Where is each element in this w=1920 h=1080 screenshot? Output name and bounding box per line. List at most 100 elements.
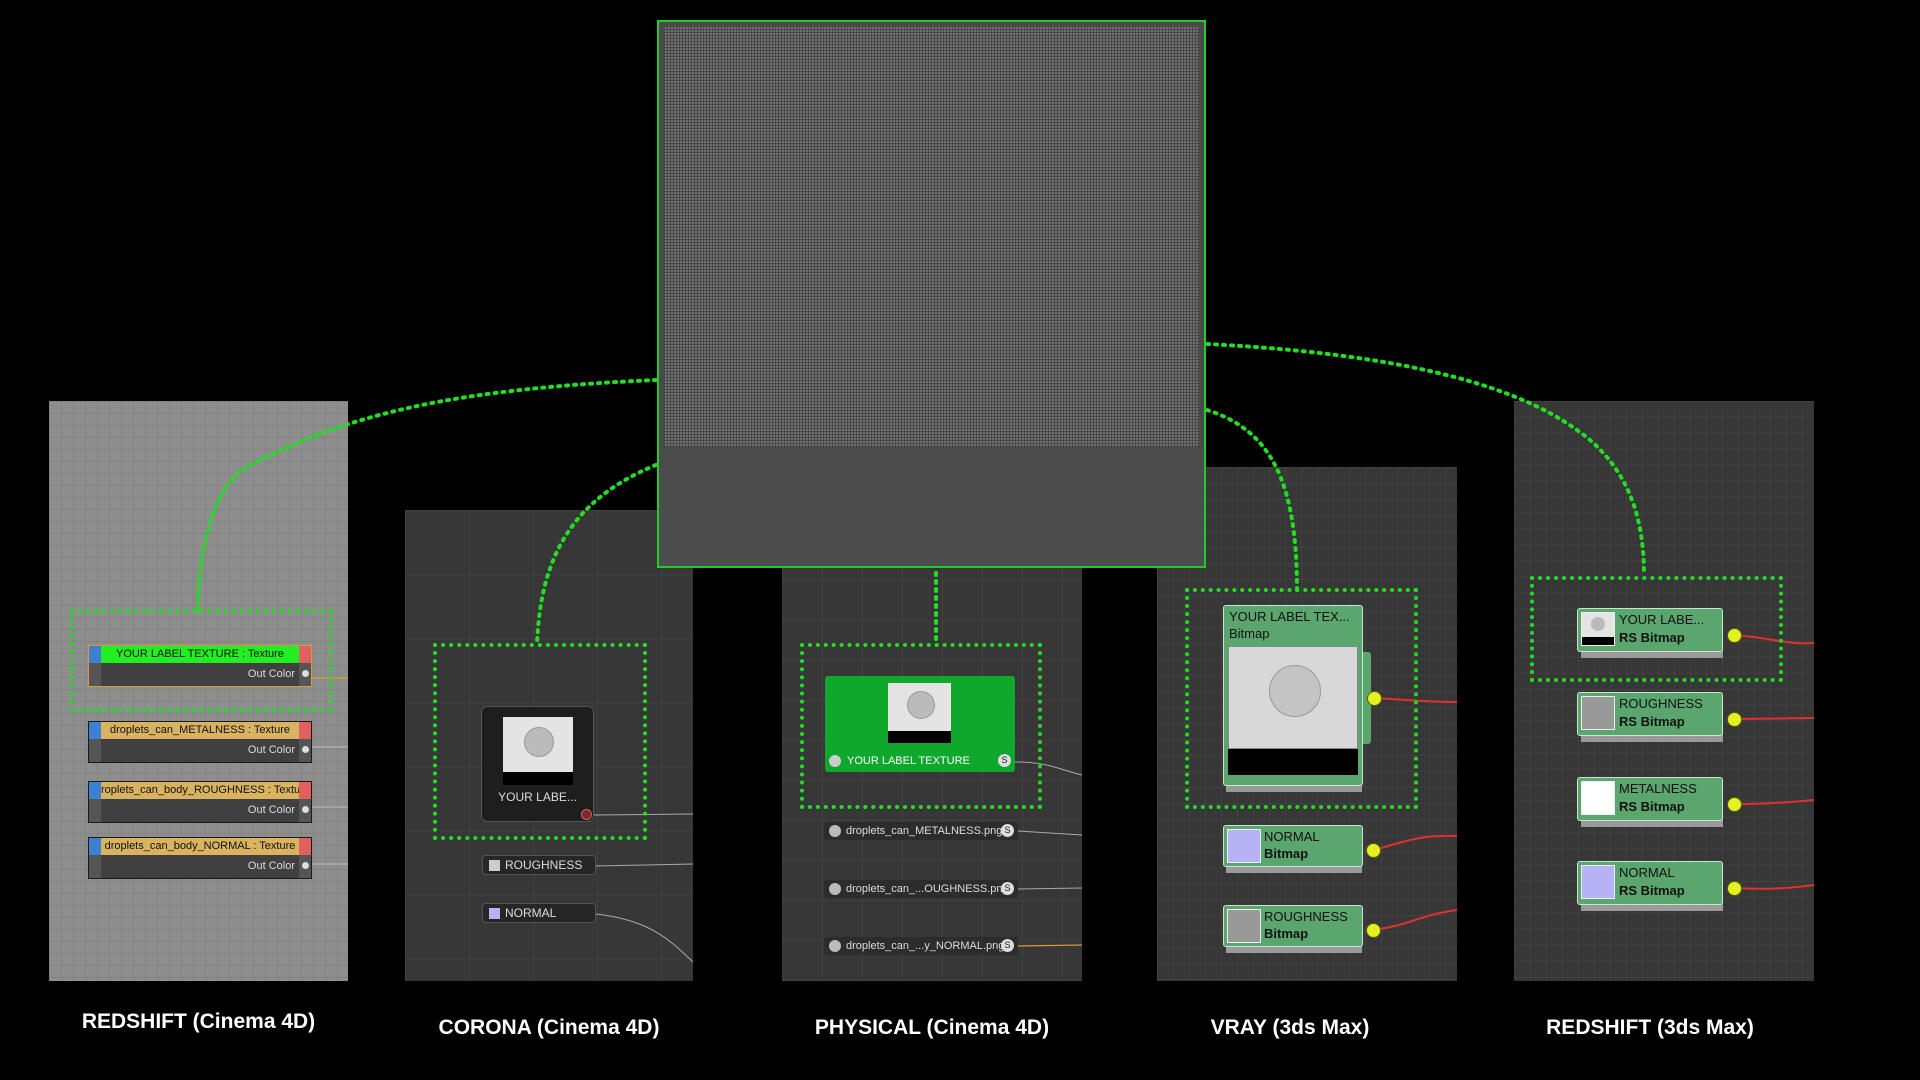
roughness-label: ROUGHNESS	[505, 858, 583, 872]
thumbnail-black-band	[1582, 637, 1614, 645]
s-icon: S	[1001, 824, 1014, 837]
label-seal-graphic	[1269, 665, 1321, 717]
out-port-dot[interactable]	[302, 746, 309, 753]
node-title: roplets_can_body_ROUGHNESS : Textu	[101, 782, 299, 799]
node-title: METALNESS	[1619, 781, 1697, 796]
output-port-bar	[299, 782, 311, 822]
rs-c4d-node-roughness[interactable]: roplets_can_body_ROUGHNESS : Textu Out C…	[88, 781, 312, 823]
output-port[interactable]	[1727, 881, 1742, 896]
label-thumbnail	[1581, 612, 1615, 646]
input-port-bar	[89, 838, 101, 878]
corona-roughness-node[interactable]: ROUGHNESS	[482, 855, 596, 875]
rs-c4d-node-metalness[interactable]: droplets_can_METALNESS : Texture Out Col…	[88, 721, 312, 763]
physical-roughness-node[interactable]: droplets_can_...OUGHNESS.png S	[824, 880, 1018, 898]
rs-c4d-highlight	[70, 609, 333, 712]
shader-icon	[829, 883, 841, 895]
output-port-bar	[299, 838, 311, 878]
out-color-label: Out Color	[247, 744, 295, 756]
node-title: droplets_can_METALNESS : Texture	[101, 722, 299, 739]
s-icon: S	[998, 754, 1011, 767]
node-title: NORMAL	[1619, 865, 1675, 880]
node-title: YOUR LABEL TEX...	[1229, 609, 1350, 624]
caption-physical: PHYSICAL (Cinema 4D)	[814, 1016, 1050, 1039]
node-subtitle: RS Bitmap	[1619, 883, 1685, 898]
preview-bottom-band	[659, 450, 1204, 566]
input-port-bar	[89, 722, 101, 762]
label-seal-graphic	[524, 727, 554, 757]
physical-node-label: YOUR LABEL TEXTURE	[847, 755, 970, 767]
thumbnail-black-band	[1228, 749, 1358, 775]
out-port-dot[interactable]	[302, 806, 309, 813]
roughness-swatch	[1227, 909, 1261, 943]
node-subtitle: Bitmap	[1229, 626, 1270, 641]
out-color-label: Out Color	[247, 668, 295, 680]
input-port-bar	[89, 782, 101, 822]
rs-c4d-node-label[interactable]: YOUR LABEL TEXTURE : Texture Out Color	[88, 645, 312, 687]
shader-icon	[829, 755, 841, 767]
corona-normal-node[interactable]: NORMAL	[482, 903, 596, 923]
node-title: ROUGHNESS	[1619, 696, 1703, 711]
rs-max-roughness-node[interactable]: ROUGHNESS RS Bitmap	[1577, 692, 1723, 736]
node-title: droplets_can_body_NORMAL : Texture	[101, 838, 299, 855]
label-seal-graphic	[1591, 617, 1605, 631]
node-title: NORMAL	[1264, 829, 1320, 844]
output-port[interactable]	[1366, 923, 1381, 938]
normal-swatch	[1581, 865, 1615, 899]
out-port-dot[interactable]	[302, 670, 309, 677]
rs-max-metalness-node[interactable]: METALNESS RS Bitmap	[1577, 777, 1723, 821]
physical-normal-node[interactable]: droplets_can_...y_NORMAL.png S	[824, 937, 1018, 955]
label-seal-graphic	[907, 691, 935, 719]
output-port[interactable]	[1727, 628, 1742, 643]
node-shadow	[1226, 945, 1362, 953]
vray-normal-node[interactable]: NORMAL Bitmap	[1223, 825, 1363, 867]
caption-corona: CORONA (Cinema 4D)	[438, 1016, 660, 1039]
shader-icon	[829, 940, 841, 952]
roughness-swatch-icon	[489, 860, 500, 871]
normal-swatch	[1227, 829, 1261, 863]
s-icon: S	[1001, 939, 1014, 952]
node-subtitle: RS Bitmap	[1619, 799, 1685, 814]
output-port[interactable]	[1367, 691, 1382, 706]
rs-max-highlight	[1530, 576, 1783, 682]
normal-label: NORMAL	[505, 906, 557, 920]
node-subtitle: RS Bitmap	[1619, 714, 1685, 729]
output-port[interactable]	[1727, 712, 1742, 727]
metalness-swatch	[1581, 781, 1615, 815]
redshift-c4d-panel	[49, 401, 348, 981]
rs-c4d-node-normal[interactable]: droplets_can_body_NORMAL : Texture Out C…	[88, 837, 312, 879]
shader-icon	[829, 825, 841, 837]
vray-label-node[interactable]: YOUR LABEL TEX... Bitmap	[1223, 605, 1363, 786]
vray-highlight	[1185, 588, 1418, 809]
node-label: droplets_can_...OUGHNESS.png	[846, 883, 1009, 895]
texture-pattern	[664, 27, 1199, 447]
thumbnail	[888, 683, 951, 731]
node-label: droplets_can_METALNESS.png	[846, 825, 1003, 837]
input-port-bar	[89, 646, 101, 686]
corona-label-node[interactable]: YOUR LABE...	[481, 706, 594, 822]
thumbnail-black-band	[503, 772, 573, 785]
vray-panel	[1157, 467, 1457, 981]
physical-metalness-node[interactable]: droplets_can_METALNESS.png S	[824, 822, 1018, 840]
physical-label-node[interactable]: YOUR LABEL TEXTURE S	[825, 676, 1015, 772]
node-title: ROUGHNESS	[1264, 909, 1348, 924]
out-color-label: Out Color	[247, 804, 295, 816]
thumbnail	[503, 717, 573, 772]
s-icon: S	[1001, 882, 1014, 895]
rs-max-normal-node[interactable]: NORMAL RS Bitmap	[1577, 861, 1723, 905]
output-port[interactable]	[1366, 843, 1381, 858]
node-label: droplets_can_...y_NORMAL.png	[846, 940, 1005, 952]
output-port-bar	[299, 646, 311, 686]
output-port[interactable]	[581, 809, 592, 820]
node-shadow	[1581, 903, 1723, 911]
node-shadow	[1581, 734, 1723, 742]
node-subtitle: RS Bitmap	[1619, 630, 1685, 645]
vray-roughness-node[interactable]: ROUGHNESS Bitmap	[1223, 905, 1363, 947]
out-port-dot[interactable]	[302, 862, 309, 869]
output-port[interactable]	[1727, 797, 1742, 812]
caption-vray: VRAY (3ds Max)	[1210, 1016, 1370, 1039]
rs-max-label-node[interactable]: YOUR LABE... RS Bitmap	[1577, 608, 1723, 652]
label-texture-preview	[657, 20, 1206, 568]
corona-highlight	[433, 643, 647, 840]
node-subtitle: Bitmap	[1264, 926, 1309, 941]
